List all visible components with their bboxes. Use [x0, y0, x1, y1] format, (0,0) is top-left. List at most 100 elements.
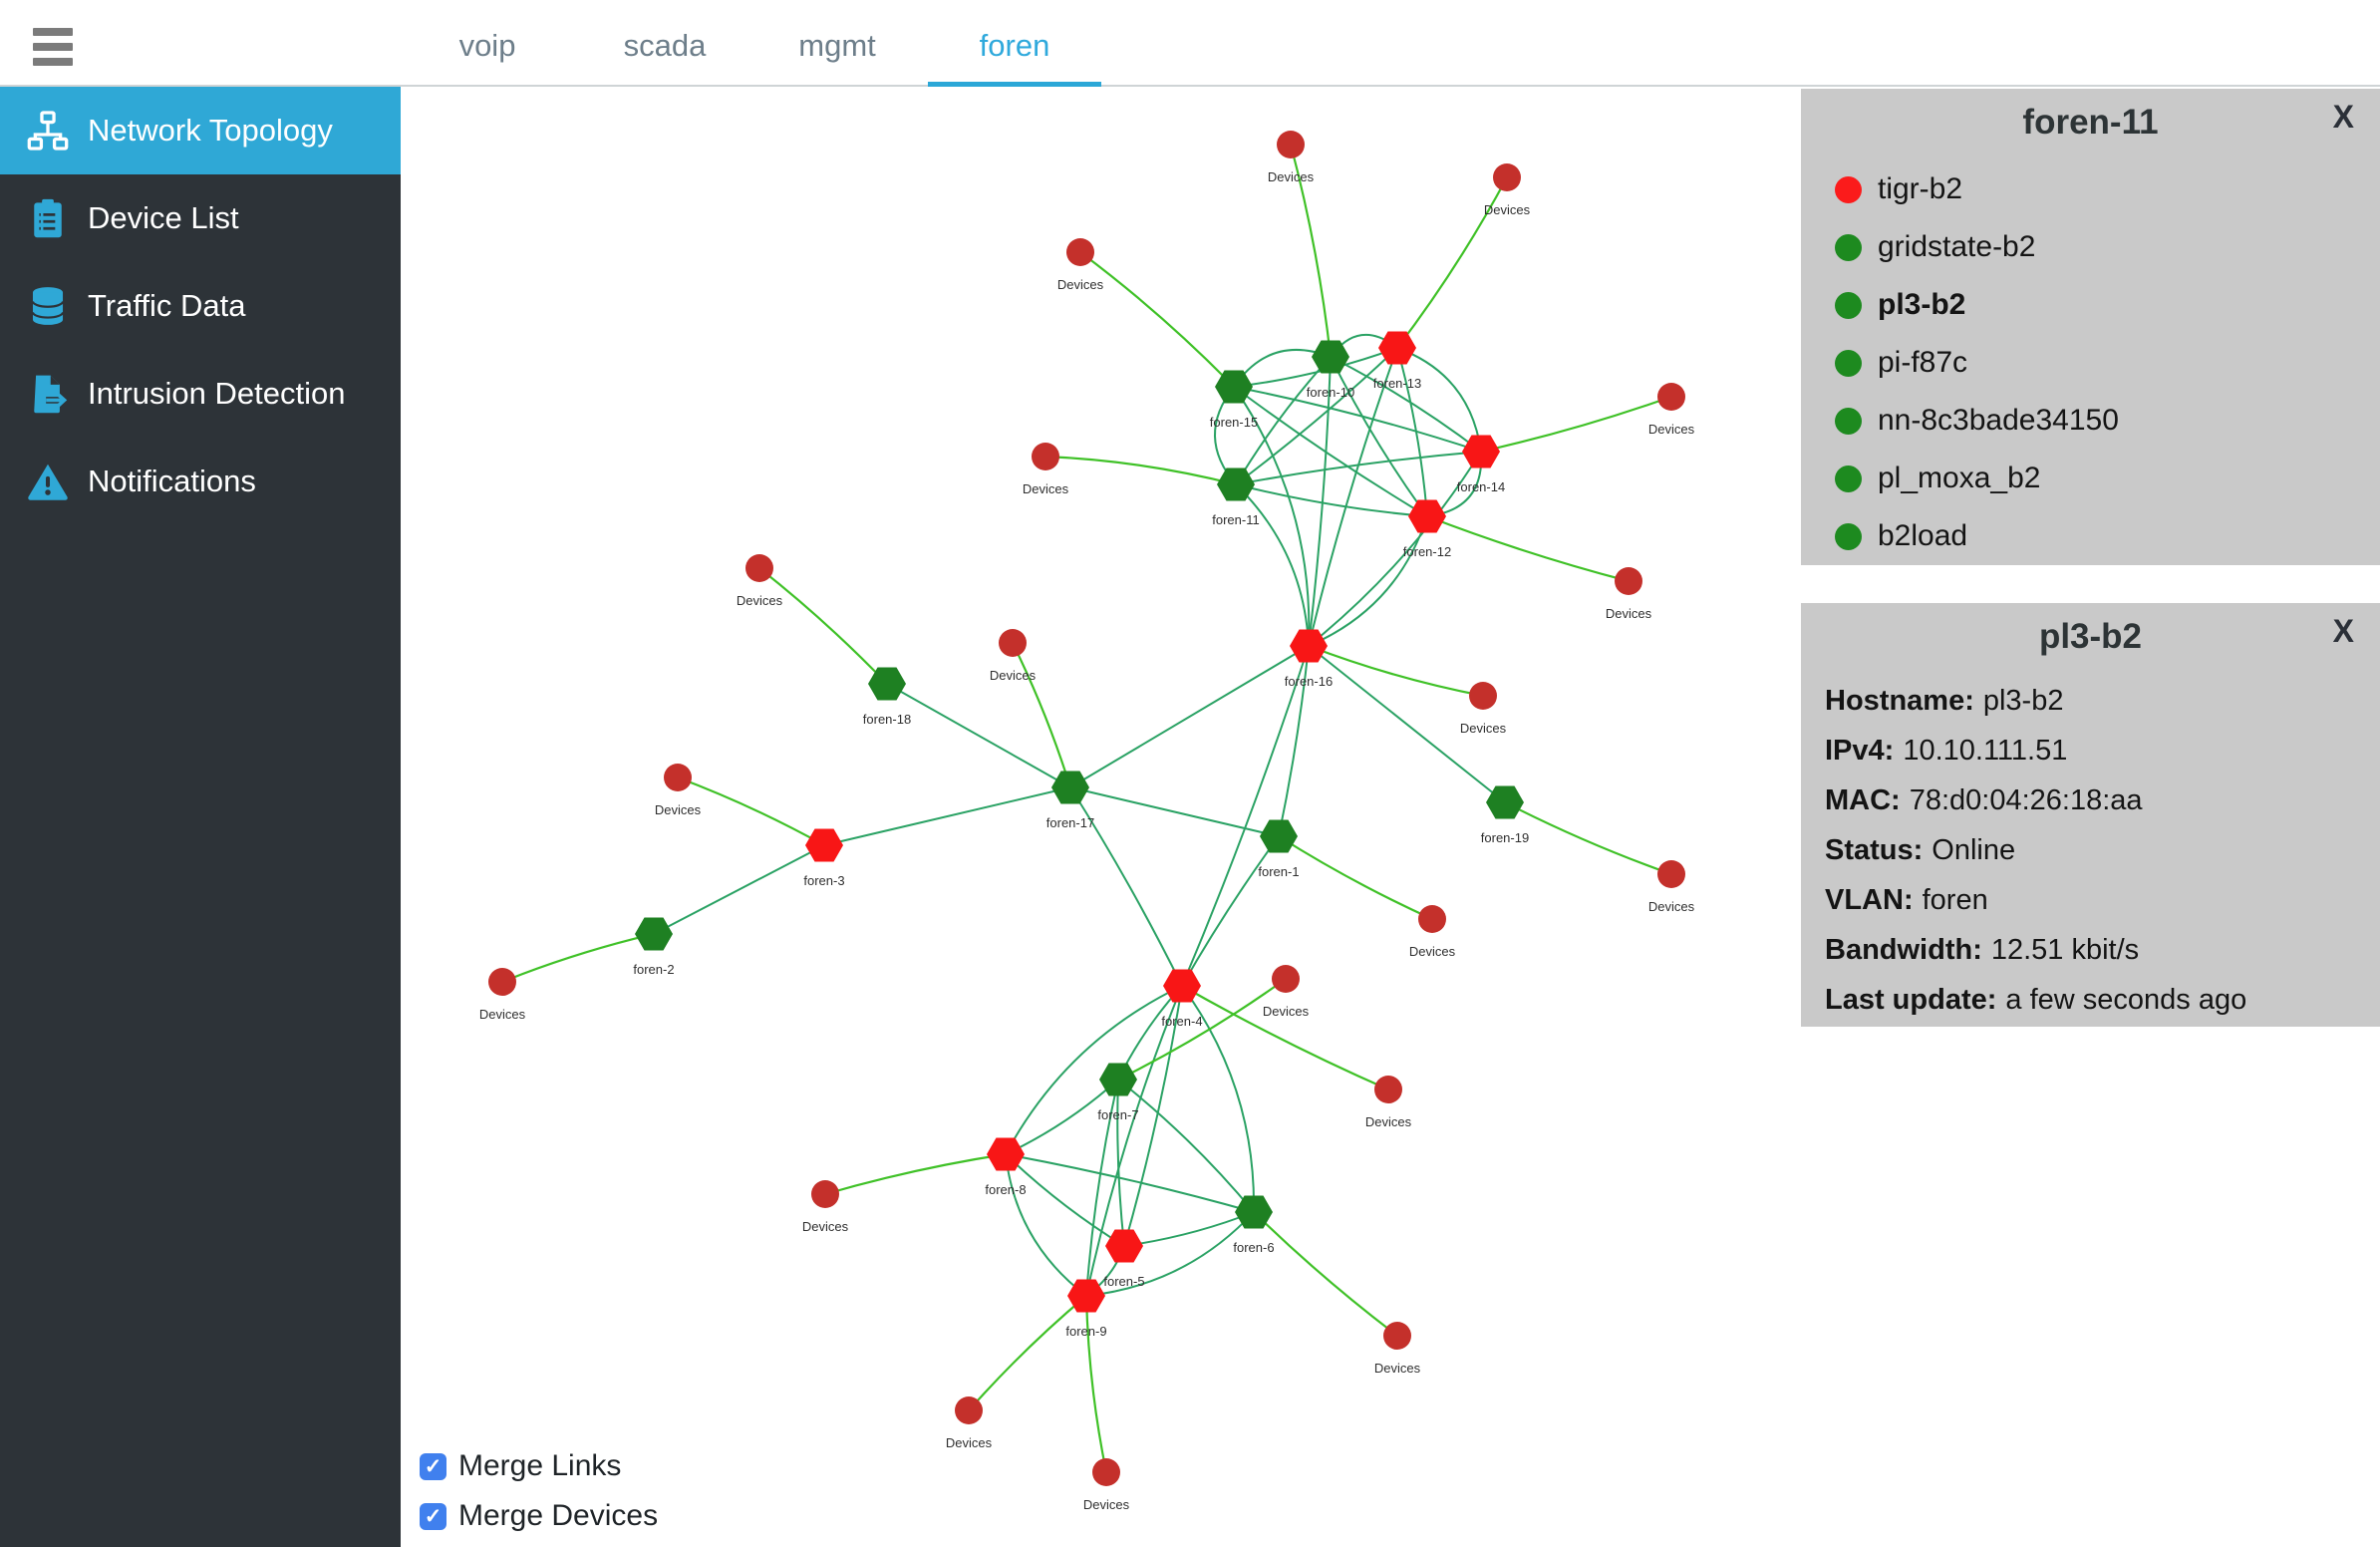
- node-foren-2[interactable]: [635, 917, 673, 951]
- node-d5-devices[interactable]: [1032, 443, 1059, 470]
- tab-mgmt[interactable]: mgmt: [798, 28, 876, 63]
- device-name: gridstate-b2: [1878, 230, 2036, 263]
- edge-f11-f16: [1235, 483, 1310, 647]
- close-icon[interactable]: X: [2332, 99, 2354, 135]
- node-d12-devices[interactable]: [1657, 860, 1685, 888]
- node-d15-devices[interactable]: [1374, 1076, 1402, 1103]
- edge-f13-f11: [1235, 347, 1398, 485]
- sidebar-item-notifications[interactable]: Notifications: [0, 438, 401, 525]
- device-name: b2load: [1878, 519, 1968, 552]
- device-list-item[interactable]: tigr-b2: [1801, 160, 2380, 218]
- node-label: Devices: [946, 1435, 993, 1450]
- node-foren-4[interactable]: [1163, 969, 1201, 1003]
- node-label: foren-13: [1373, 376, 1421, 391]
- node-d3-devices[interactable]: [1066, 238, 1094, 266]
- edge-f17-f4: [1069, 786, 1183, 987]
- node-foren-11[interactable]: [1217, 467, 1255, 501]
- node-d14-devices[interactable]: [1272, 965, 1300, 993]
- node-foren-14[interactable]: [1462, 435, 1500, 468]
- sidebar-item-network-topology[interactable]: Network Topology: [0, 87, 401, 174]
- node-foren-3[interactable]: [805, 828, 843, 862]
- merge-links-checkbox[interactable]: [420, 1452, 446, 1480]
- edge-f14-f11: [1235, 451, 1482, 485]
- close-icon[interactable]: X: [2332, 613, 2354, 649]
- sidebar-item-traffic-data[interactable]: Traffic Data: [0, 262, 401, 350]
- sidebar: Network Topology Device List: [0, 87, 401, 1547]
- field-value: foren: [1922, 883, 1988, 916]
- edge-f17-f3: [823, 786, 1071, 846]
- node-d8-devices[interactable]: [745, 554, 773, 582]
- node-label: foren-18: [863, 712, 911, 727]
- node-d18-devices[interactable]: [955, 1396, 983, 1424]
- node-foren-7[interactable]: [1099, 1063, 1137, 1096]
- database-icon: [26, 284, 70, 328]
- edge-f16-f17: [1069, 645, 1310, 788]
- node-d17-devices[interactable]: [1383, 1322, 1411, 1350]
- active-tab-underline: [928, 82, 1101, 87]
- node-foren-9[interactable]: [1067, 1279, 1105, 1313]
- node-label: foren-3: [803, 873, 844, 888]
- node-d2-devices[interactable]: [1493, 163, 1521, 191]
- device-name: nn-8c3bade34150: [1878, 404, 2119, 437]
- node-d16-devices[interactable]: [811, 1180, 839, 1208]
- sidebar-item-intrusion-detection[interactable]: Intrusion Detection: [0, 350, 401, 438]
- sidebar-item-label: Intrusion Detection: [88, 376, 346, 411]
- node-d4-devices[interactable]: [1657, 383, 1685, 411]
- field-value: 10.10.111.51: [1903, 734, 2068, 767]
- warning-icon: [26, 460, 70, 503]
- node-foren-19[interactable]: [1486, 785, 1524, 819]
- top-bar: voip scada mgmt foren: [0, 0, 2380, 87]
- node-foren-13[interactable]: [1378, 331, 1416, 365]
- node-d7-devices[interactable]: [1469, 682, 1497, 710]
- status-dot-icon: [1835, 522, 1862, 550]
- node-foren-12[interactable]: [1408, 499, 1446, 533]
- sidebar-item-device-list[interactable]: Device List: [0, 174, 401, 262]
- edge-f12-f16: [1308, 515, 1428, 647]
- merge-devices-checkbox[interactable]: [420, 1502, 446, 1530]
- merge-links-label: Merge Links: [458, 1449, 622, 1482]
- field-key: Status:: [1825, 833, 1924, 866]
- edge-f9-f6: [1085, 1211, 1255, 1297]
- node-d11-devices[interactable]: [488, 968, 516, 996]
- edge-d6-f12: [1426, 514, 1630, 583]
- sidebar-item-label: Device List: [88, 200, 239, 235]
- device-list-item[interactable]: pl_moxa_b2: [1801, 450, 2380, 507]
- node-d6-devices[interactable]: [1615, 567, 1642, 595]
- device-list-item[interactable]: nn-8c3bade34150: [1801, 392, 2380, 450]
- network-topology-canvas[interactable]: foren-1foren-2foren-3foren-4foren-5foren…: [401, 87, 2380, 1547]
- edge-f6-f7: [1117, 1079, 1255, 1213]
- node-d1-devices[interactable]: [1277, 131, 1305, 158]
- hamburger-bar: [33, 43, 73, 51]
- device-list-item[interactable]: pi-f87c: [1801, 334, 2380, 392]
- edge-d10-f3: [677, 775, 825, 846]
- node-label: Devices: [737, 593, 783, 608]
- sidebar-item-label: Notifications: [88, 464, 256, 498]
- edge-f15-f12: [1233, 386, 1428, 517]
- device-list-item[interactable]: b2load: [1801, 507, 2380, 565]
- node-foren-18[interactable]: [868, 667, 906, 701]
- tab-voip[interactable]: voip: [458, 28, 516, 63]
- edge-f10-f14: [1330, 356, 1482, 453]
- node-d13-devices[interactable]: [1418, 905, 1446, 933]
- node-foren-10[interactable]: [1312, 340, 1349, 374]
- node-d9-devices[interactable]: [999, 629, 1027, 657]
- node-d19-devices[interactable]: [1092, 1458, 1120, 1486]
- node-foren-1[interactable]: [1260, 819, 1298, 853]
- device-list-item[interactable]: gridstate-b2: [1801, 218, 2380, 276]
- node-foren-16[interactable]: [1290, 629, 1328, 663]
- node-d10-devices[interactable]: [664, 764, 692, 791]
- tab-foren[interactable]: foren: [979, 28, 1050, 63]
- node-foren-5[interactable]: [1105, 1229, 1143, 1263]
- tab-scada[interactable]: scada: [623, 28, 707, 63]
- node-foren-8[interactable]: [987, 1137, 1025, 1171]
- node-foren-6[interactable]: [1235, 1195, 1273, 1229]
- edge-f14-f16: [1308, 451, 1482, 647]
- node-label: Devices: [655, 802, 702, 817]
- device-list-item[interactable]: pl3-b2: [1801, 276, 2380, 334]
- node-foren-17[interactable]: [1051, 771, 1089, 804]
- hamburger-menu-icon[interactable]: [33, 26, 73, 70]
- node-foren-15[interactable]: [1215, 370, 1253, 404]
- edge-f5-f7: [1116, 1079, 1125, 1247]
